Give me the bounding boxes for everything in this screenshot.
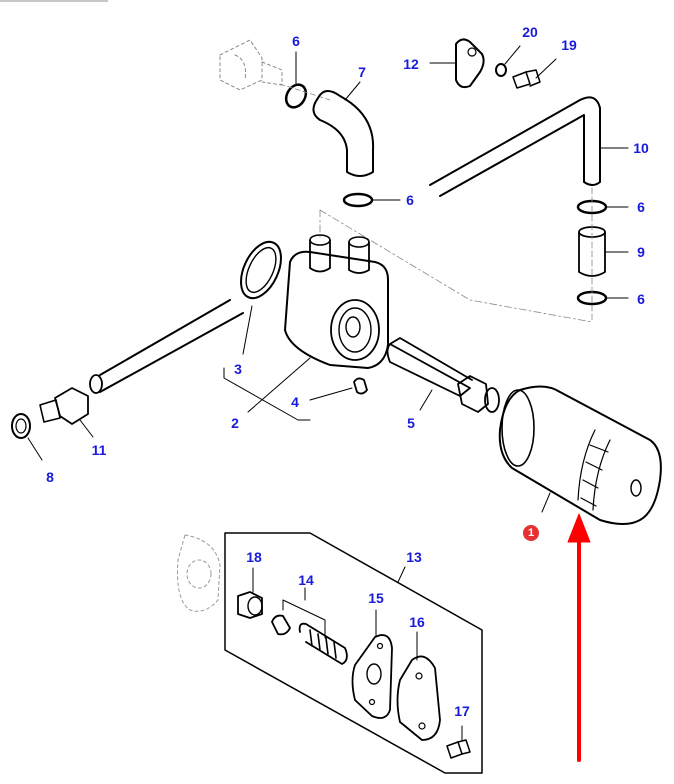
- callout-11[interactable]: 11: [91, 442, 107, 458]
- callout-15[interactable]: 15: [368, 590, 384, 606]
- callout-13[interactable]: 13: [406, 549, 422, 565]
- washer-icon: [11, 413, 43, 461]
- callout-2[interactable]: 2: [231, 415, 239, 431]
- callout-12[interactable]: 12: [403, 56, 419, 72]
- highlight-arrow: [567, 513, 591, 762]
- callout-4[interactable]: 4: [291, 394, 299, 410]
- hose-sleeve-icon: [578, 226, 629, 277]
- ghost-gasket: [177, 534, 221, 612]
- union-fitting-icon: [39, 387, 94, 438]
- callout-8[interactable]: 8: [46, 469, 54, 485]
- kit-boundary: [224, 532, 483, 774]
- callout-14[interactable]: 14: [298, 572, 314, 588]
- oil-filter-icon: [498, 385, 662, 525]
- plug-icon: [309, 377, 368, 401]
- callout-6[interactable]: 6: [637, 199, 645, 215]
- coolant-pipe-icon: [429, 96, 629, 197]
- oil-tube-icon: [89, 299, 244, 394]
- callout-7[interactable]: 7: [358, 64, 366, 80]
- callout-18[interactable]: 18: [246, 549, 262, 565]
- valve-seat-icon: [237, 567, 263, 619]
- callout-20[interactable]: 20: [522, 24, 538, 40]
- threaded-adapter-icon: [386, 337, 500, 413]
- bolt-icon: [446, 725, 471, 759]
- callout-16[interactable]: 16: [409, 614, 425, 630]
- callout-3[interactable]: 3: [234, 361, 242, 377]
- highlight-badge[interactable]: 1: [523, 525, 539, 541]
- engine-fitting-ghost: [219, 39, 283, 91]
- washer-icon: [495, 45, 521, 77]
- callout-6[interactable]: 6: [406, 192, 414, 208]
- callout-6[interactable]: 6: [637, 291, 645, 307]
- o-ring-icon: [240, 240, 282, 355]
- hose-clamp-icon: [576, 290, 629, 306]
- callout-17[interactable]: 17: [454, 703, 470, 719]
- callout-10[interactable]: 10: [633, 140, 649, 156]
- pipe-bracket-icon: [429, 38, 485, 89]
- gasket-icon: [351, 609, 393, 719]
- callout-5[interactable]: 5: [407, 415, 415, 431]
- callout-9[interactable]: 9: [637, 244, 645, 260]
- valve-and-spring-icon: [271, 587, 348, 665]
- callout-19[interactable]: 19: [561, 37, 577, 53]
- callout-6[interactable]: 6: [292, 33, 300, 49]
- hose-clamp-icon: [284, 51, 308, 109]
- oil-cooler-icon: [247, 234, 389, 413]
- bolt-icon: [512, 58, 557, 89]
- elbow-hose-icon: [312, 81, 375, 177]
- hose-clamp-icon: [576, 199, 629, 215]
- hose-clamp-icon: [342, 192, 401, 208]
- cover-plate-icon: [396, 631, 441, 741]
- top-edge-bar: [0, 0, 108, 2]
